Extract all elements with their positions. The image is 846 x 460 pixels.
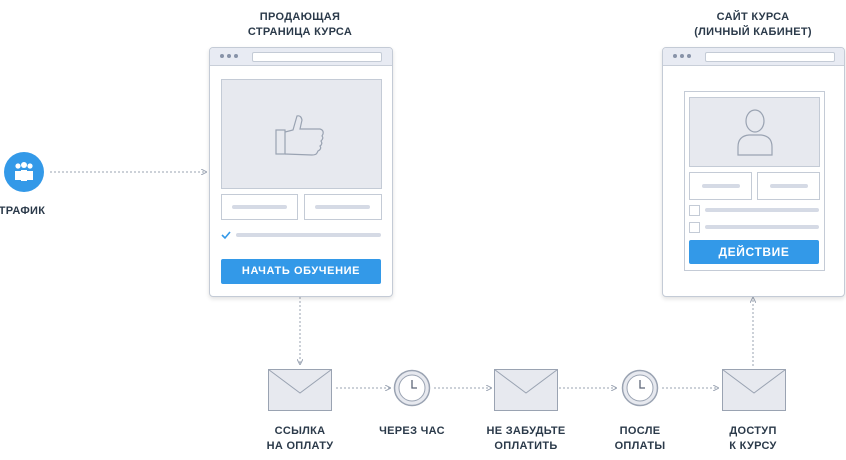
traffic-label: ТРАФИК	[0, 205, 46, 217]
window-dots	[220, 54, 238, 58]
browser-toolbar-2	[663, 48, 844, 66]
hero-image	[221, 79, 382, 189]
checkbox-1-line	[705, 208, 819, 212]
course-site-title-2: (ЛИЧНЫЙ КАБИНЕТ)	[694, 26, 812, 38]
step-3-label-line1: НЕ ЗАБУДЬТЕ	[486, 425, 566, 437]
thumbs-up-icon	[275, 115, 324, 156]
step-4-label-line1: ПОСЛЕ	[619, 425, 661, 437]
clock-icon-1	[393, 369, 431, 407]
envelope-icon-3	[722, 369, 786, 411]
step-4-label-line2: ОПЛАТЫ	[614, 440, 666, 452]
envelope-icon-1	[268, 369, 332, 411]
cabinet-field-left	[689, 172, 752, 200]
checkbox-2-line	[705, 225, 819, 229]
checkbox-text-line	[236, 233, 381, 237]
window-dots-2	[673, 54, 691, 58]
sales-page-window: НАЧАТЬ ОБУЧЕНИЕ	[209, 47, 393, 297]
people-icon	[15, 162, 33, 181]
checkbox-2[interactable]	[689, 222, 700, 233]
cabinet-field-right	[757, 172, 820, 200]
traffic-icon-circle	[4, 152, 44, 192]
envelope-icon-2	[494, 369, 558, 411]
step-1-label-line1: ССЫЛКА	[274, 425, 326, 437]
step-5-label-line2: К КУРСУ	[729, 440, 777, 452]
sales-page-title-2: СТРАНИЦА КУРСА	[247, 26, 353, 38]
cabinet-panel: ДЕЙСТВИЕ	[684, 91, 825, 271]
sales-page-title-1: ПРОДАЮЩАЯ	[259, 11, 341, 23]
step-1-label-line2: НА ОПЛАТУ	[266, 440, 334, 452]
step-3-label-line2: ОПЛАТИТЬ	[494, 440, 558, 452]
avatar-image	[689, 97, 820, 167]
checkbox-1[interactable]	[689, 205, 700, 216]
step-2-label-line1: ЧЕРЕЗ ЧАС	[379, 425, 445, 437]
user-icon	[737, 109, 773, 156]
url-bar-2	[705, 52, 835, 62]
step-5-label-line1: ДОСТУП	[729, 425, 777, 437]
url-bar	[252, 52, 382, 62]
field-left	[221, 194, 298, 220]
field-right	[304, 194, 382, 220]
start-learning-button[interactable]: НАЧАТЬ ОБУЧЕНИЕ	[221, 259, 381, 284]
browser-toolbar	[210, 48, 392, 66]
course-site-title-1: САЙТ КУРСА	[716, 11, 790, 23]
clock-icon-2	[621, 369, 659, 407]
action-button[interactable]: ДЕЙСТВИЕ	[689, 240, 819, 264]
course-site-window: ДЕЙСТВИЕ	[662, 47, 845, 297]
check-icon	[221, 231, 231, 240]
